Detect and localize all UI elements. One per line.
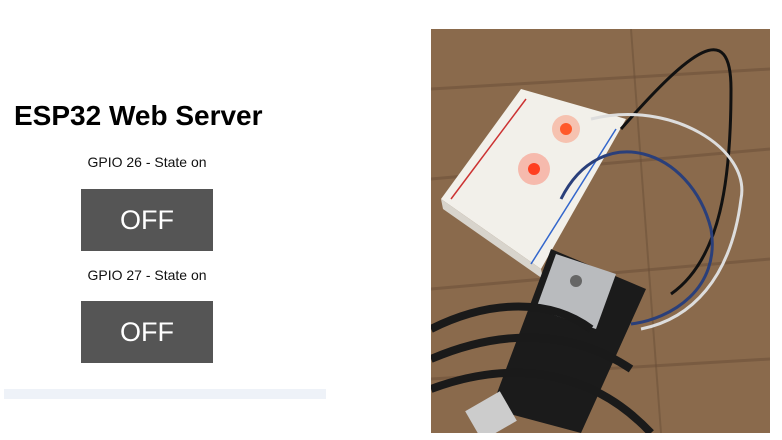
gpio27-off-button[interactable]: OFF <box>81 301 213 363</box>
breadboard <box>441 89 626 279</box>
gpio26-state-label: GPIO 26 - State on <box>87 154 207 170</box>
led-red-1 <box>552 115 580 143</box>
led-red-2 <box>518 153 550 185</box>
esp32-breadboard-photo <box>431 29 770 433</box>
footer-bar <box>4 389 326 399</box>
page-title: ESP32 Web Server <box>14 100 263 131</box>
gpio26-off-button[interactable]: OFF <box>81 189 213 251</box>
gpio27-state-label: GPIO 27 - State on <box>87 267 207 283</box>
